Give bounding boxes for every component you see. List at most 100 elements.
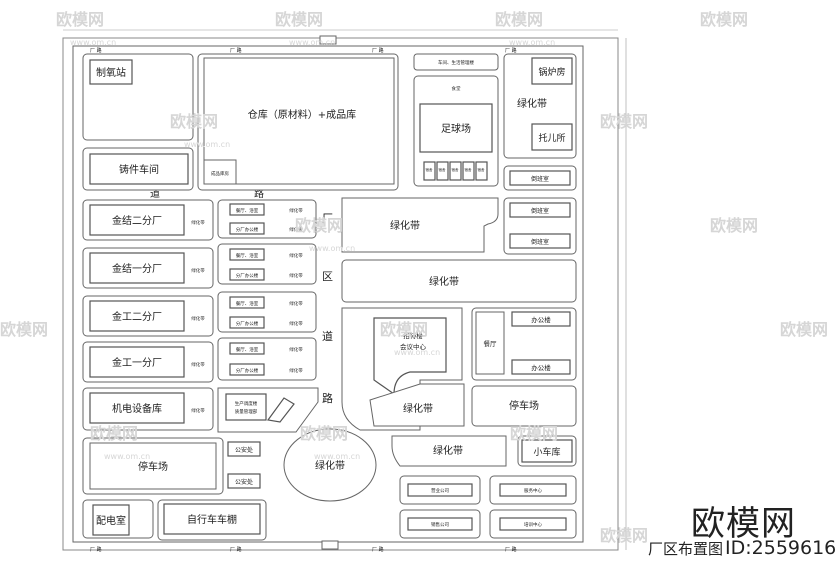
- service-building-1: [407, 483, 473, 497]
- dorm-unit-3-label: 宿舍: [452, 167, 460, 172]
- dorm-unit-5-label: 宿舍: [478, 167, 486, 172]
- distribution-room: [92, 504, 130, 536]
- service-building-3: [407, 517, 473, 531]
- pair-3-green-1: 绿化带: [289, 300, 303, 307]
- green-wedge-label: 绿化带: [403, 402, 433, 415]
- jingong1-factory: [89, 346, 185, 378]
- pair-2-green-2: 绿化带: [289, 272, 303, 279]
- parking-left-label: 停车场: [138, 460, 168, 473]
- office-building-1-label: 办公楼: [531, 315, 551, 324]
- mgmt-office-label-1: 生产调度楼: [235, 400, 258, 407]
- green-strip-2: [341, 259, 577, 303]
- service-building-1-label: 营业公司: [431, 487, 449, 494]
- pair-1-office: [229, 222, 265, 235]
- green-roundabout-label: 绿化带: [315, 459, 345, 472]
- green-wedge: [369, 383, 465, 427]
- jinjie1-factory: [89, 252, 185, 284]
- service-building-2-label: 服务中心: [524, 487, 542, 494]
- road-label-top-4: 厂 路: [505, 47, 517, 54]
- pair-2-office-label: 分厂办公楼: [236, 272, 259, 279]
- road-label-west: 道: [150, 187, 160, 200]
- boiler-room: [531, 57, 573, 85]
- pair-4-office-label: 分厂办公楼: [236, 367, 259, 374]
- pair-1-green-2: 绿化带: [289, 226, 303, 233]
- dorm-unit-2: [436, 161, 449, 181]
- casting-workshop-label: 铸件车间: [119, 163, 159, 176]
- pair-3-office: [229, 316, 265, 329]
- kindergarten-label: 托儿所: [538, 132, 565, 144]
- pair-2-canteen-label: 餐厅、浴室: [236, 252, 259, 259]
- workshop-mgmt-label: 车间、生活管理楼: [438, 59, 474, 66]
- road-label-top-1: 厂 路: [90, 47, 102, 54]
- distribution-label: 配电室: [96, 514, 126, 527]
- main-road-char-1: 厂: [322, 212, 333, 225]
- parking-right: [471, 385, 577, 427]
- strip-label-1: 绿化带: [191, 219, 205, 226]
- main-road-char-4: 路: [322, 392, 333, 405]
- main-road-char-3: 道: [322, 329, 333, 343]
- road-label-top-3: 厂 路: [372, 47, 384, 54]
- road-label-central: 路: [254, 187, 264, 200]
- office-building-1: [511, 311, 571, 327]
- green-strip-1: [341, 197, 499, 253]
- dorm-unit-4: [462, 161, 475, 181]
- dorm-unit-1: [423, 161, 436, 181]
- mgmt-office: [225, 393, 267, 421]
- road-label-bottom-3: 厂 路: [372, 546, 384, 553]
- football-field: [419, 103, 493, 153]
- service-building-3-label: 销售公司: [431, 521, 449, 528]
- pair-1-green-1: 绿化带: [289, 207, 303, 214]
- green-strip-1-label: 绿化带: [390, 219, 420, 232]
- brand-logo-text: 欧模网: [691, 504, 796, 544]
- pair-4-green-1: 绿化带: [289, 346, 303, 353]
- pair-3-canteen: [229, 296, 265, 309]
- warehouse-label: 仓库（原材料）+成品库: [248, 108, 356, 121]
- jinjie1-label: 金结一分厂: [112, 262, 162, 275]
- boiler-label: 锅炉房: [538, 66, 565, 78]
- oxygen-station-label: 制氧站: [96, 66, 126, 79]
- service-building-4-label: 培训中心: [524, 521, 542, 528]
- road-label-bottom-1: 厂 路: [90, 546, 102, 553]
- bike-shed: [163, 503, 261, 535]
- duty-room-1: [509, 170, 571, 186]
- dorm-unit-2-label: 宿舍: [439, 167, 447, 172]
- main-gate: [319, 35, 337, 45]
- service-building-2: [499, 483, 567, 497]
- road-label-bottom-4: 厂 路: [505, 546, 517, 553]
- pair-3-office-label: 分厂办公楼: [236, 320, 259, 327]
- jingong2-label: 金工二分厂: [112, 310, 162, 323]
- duty-room-3: [509, 233, 571, 249]
- pair-1-canteen-label: 餐厅、浴室: [236, 207, 259, 214]
- pair-1-office-label: 分厂办公楼: [236, 226, 259, 233]
- security-post-1-label: 公安处: [235, 446, 253, 454]
- service-building-4: [499, 517, 567, 531]
- garage-label: 小车库: [533, 446, 560, 458]
- parking-left: [89, 442, 217, 490]
- workshop-mgmt: [413, 53, 499, 71]
- pair-4-green-2: 绿化带: [289, 367, 303, 374]
- security-post-2: [227, 473, 261, 489]
- casting-workshop: [89, 153, 189, 185]
- warehouse-annex-label: 成品库房: [211, 170, 229, 177]
- road-label-bottom-2: 厂 路: [230, 546, 242, 553]
- main-road-char-2: 区: [322, 270, 333, 283]
- strip-label-3: 绿化带: [191, 315, 205, 322]
- jingong1-label: 金工一分厂: [112, 356, 162, 369]
- jinjie2-factory: [89, 204, 185, 236]
- duty-room-2-label: 倒班室: [531, 207, 549, 215]
- mech-store-label: 机电设备库: [112, 402, 162, 415]
- canteen-label: 餐厅: [484, 339, 498, 348]
- caption-id: ID:2559616: [725, 537, 836, 559]
- dorm-unit-5: [475, 161, 488, 181]
- pair-2-green-1: 绿化带: [289, 252, 303, 259]
- duty-room-3-label: 倒班室: [531, 238, 549, 246]
- football-label: 足球场: [441, 122, 471, 135]
- green-strip-south-label: 绿化带: [433, 444, 463, 457]
- canteen-building: [475, 311, 505, 375]
- pair-2-office: [229, 268, 265, 281]
- dorm-unit-3: [449, 161, 462, 181]
- duty-room-1-label: 倒班室: [531, 175, 549, 183]
- mgmt-annex: [266, 397, 295, 423]
- pair-3-canteen-label: 餐厅、浴室: [236, 300, 259, 307]
